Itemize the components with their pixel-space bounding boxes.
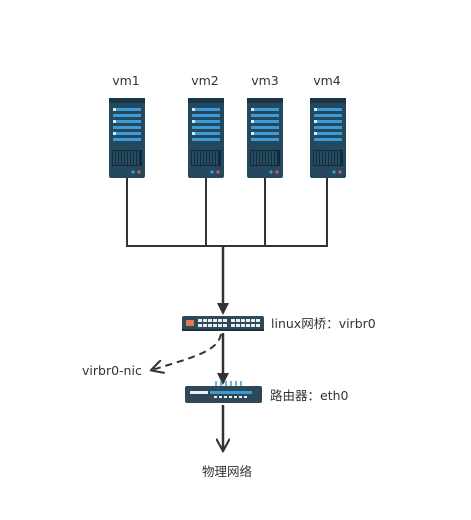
bridge-label: linux网桥：virbr0 [271,316,376,331]
router-icon [185,381,262,403]
vm3-label: vm3 [251,73,279,88]
vm-bus-lines [126,178,328,247]
network-switch-icon [182,316,264,331]
vm4-server-icon [309,97,347,179]
bridge-to-nic-dashed-arrow [152,333,222,370]
router-label: 路由器：eth0 [270,388,349,403]
vm2-server-icon [187,97,225,179]
vm3-server-icon [246,97,284,179]
nic-label: virbr0-nic [82,363,142,378]
vm2-label: vm2 [191,73,219,88]
physical-network-label: 物理网络 [202,464,253,479]
vm1-server-icon [108,97,146,179]
vm1-label: vm1 [112,73,140,88]
vm4-label: vm4 [313,73,341,88]
